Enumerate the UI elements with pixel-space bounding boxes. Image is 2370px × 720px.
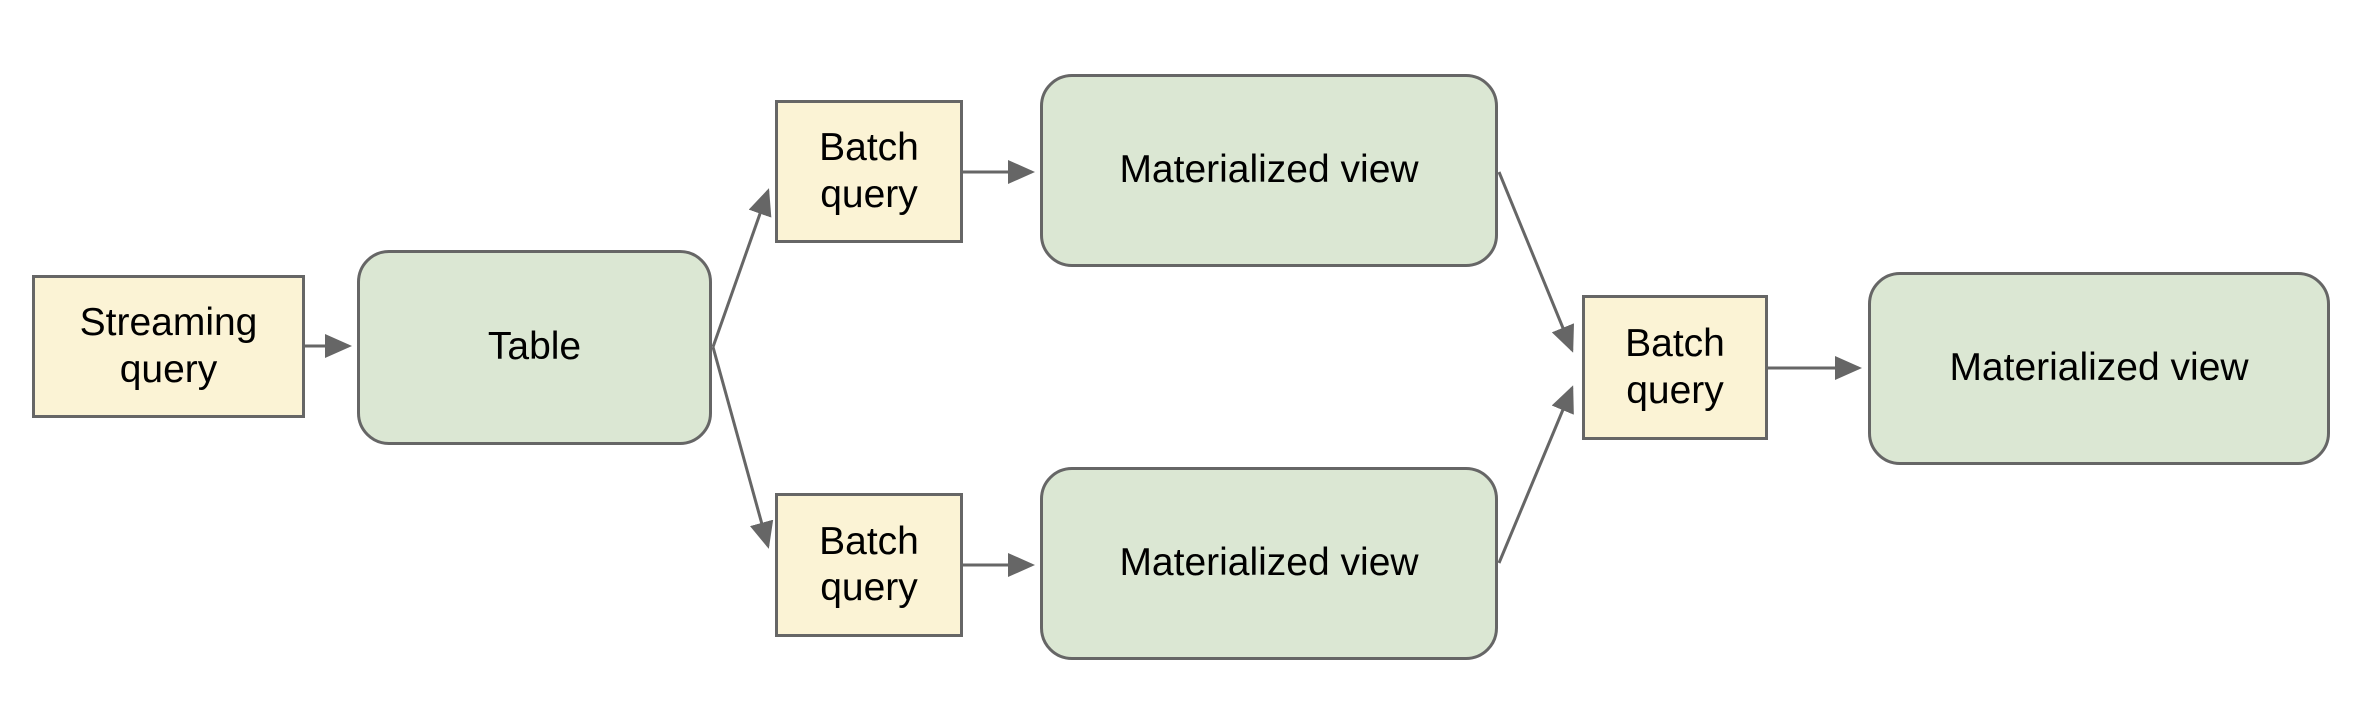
node-table: Table [357, 250, 712, 445]
edge-mv-top-to-batch-merge [1497, 171, 1574, 353]
node-materialized-view-bottom-label: Materialized view [1119, 541, 1419, 585]
node-batch-query-top-label: Batch query [819, 126, 919, 216]
node-streaming-query-label: Streaming query [79, 301, 258, 391]
node-materialized-view-bottom: Materialized view [1040, 467, 1498, 660]
node-materialized-view-top: Materialized view [1040, 74, 1498, 267]
node-materialized-view-final-label: Materialized view [1949, 346, 2249, 390]
node-batch-query-top: Batch query [775, 100, 963, 243]
node-table-label: Table [487, 325, 582, 369]
node-materialized-view-final: Materialized view [1868, 272, 2330, 465]
node-batch-query-bottom-label: Batch query [819, 519, 919, 609]
node-batch-query-merge-label: Batch query [1625, 322, 1725, 412]
node-batch-query-bottom: Batch query [775, 493, 963, 637]
node-materialized-view-top-label: Materialized view [1119, 148, 1419, 192]
node-batch-query-merge: Batch query [1582, 295, 1768, 440]
edge-table-to-batch-bottom [711, 346, 774, 549]
edge-mv-bottom-to-batch-merge [1497, 385, 1574, 564]
edge-table-to-batch-top [711, 188, 772, 348]
node-streaming-query: Streaming query [32, 275, 305, 418]
